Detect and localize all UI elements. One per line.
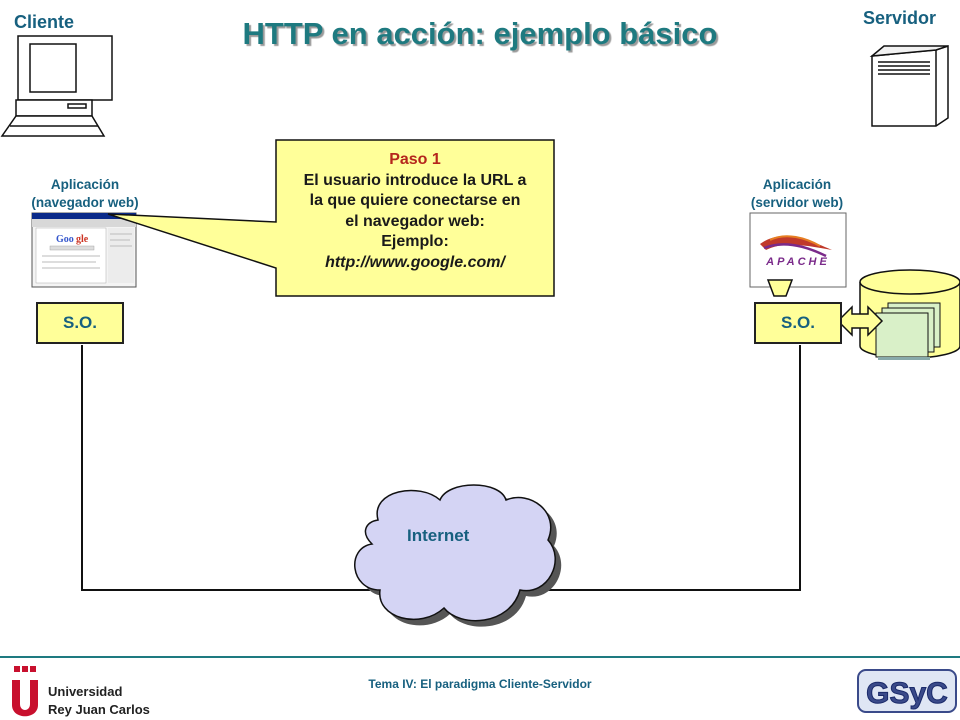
client-app-label-line2: (navegador web) — [31, 195, 139, 210]
server-app-label-line2: (servidor web) — [750, 195, 844, 210]
internet-label: Internet — [407, 526, 470, 545]
server-connection-line — [540, 345, 801, 591]
client-connection-line — [81, 345, 370, 591]
client-app-label-line1: Aplicación — [50, 177, 120, 192]
server-app-label-line1: Aplicación — [762, 177, 832, 192]
footer-text: Tema IV: El paradigma Cliente-Servidor — [368, 677, 592, 691]
svg-text:Goo: Goo — [56, 234, 74, 245]
callout-bubble — [107, 139, 555, 297]
client-app-label: Aplicación (navegador web) — [8, 176, 162, 212]
callout-line3: el navegador web: — [345, 212, 485, 230]
gsyc-logo-text: GSyC — [866, 677, 948, 710]
gsyc-logo: GSyC — [857, 669, 957, 713]
apache-logo — [749, 212, 847, 288]
callout-text: Paso 1 El usuario introduce la URL a la … — [276, 150, 554, 273]
urjc-line2: Rey Juan Carlos — [48, 702, 150, 717]
app-os-connector — [766, 279, 794, 297]
server-os-label: S.O. — [780, 313, 815, 332]
page-title: HTTP en acción: ejemplo básico — [242, 16, 718, 51]
internet-cloud-icon — [354, 484, 562, 627]
server-label: Servidor — [863, 8, 937, 28]
callout-step: Paso 1 — [389, 151, 441, 168]
server-os-box: S.O. — [754, 302, 842, 344]
database-icon — [859, 269, 960, 360]
server-tower-icon — [869, 44, 949, 127]
callout-url: http://www.google.com/ — [325, 253, 505, 271]
client-os-label: S.O. — [62, 313, 97, 332]
callout-line2: la que quiere conectarse en — [309, 192, 521, 209]
callout-line1: El usuario introduce la URL a — [303, 171, 527, 189]
callout-line4: Ejemplo: — [381, 233, 449, 250]
urjc-logo-text: Universidad Rey Juan Carlos — [48, 683, 150, 719]
client-computer-icon — [0, 35, 113, 137]
urjc-line1: Universidad — [48, 684, 123, 699]
footer-divider — [0, 656, 960, 658]
browser-screenshot-icon: Goo gle — [31, 212, 137, 288]
client-label: Cliente — [14, 12, 75, 32]
svg-text:gle: gle — [76, 234, 89, 245]
urjc-logo — [12, 666, 38, 717]
os-database-arrow — [836, 305, 884, 337]
server-app-label: Aplicación (servidor web) — [720, 176, 874, 212]
client-os-box: S.O. — [36, 302, 124, 344]
apache-logo-text: APACHE — [766, 256, 830, 268]
